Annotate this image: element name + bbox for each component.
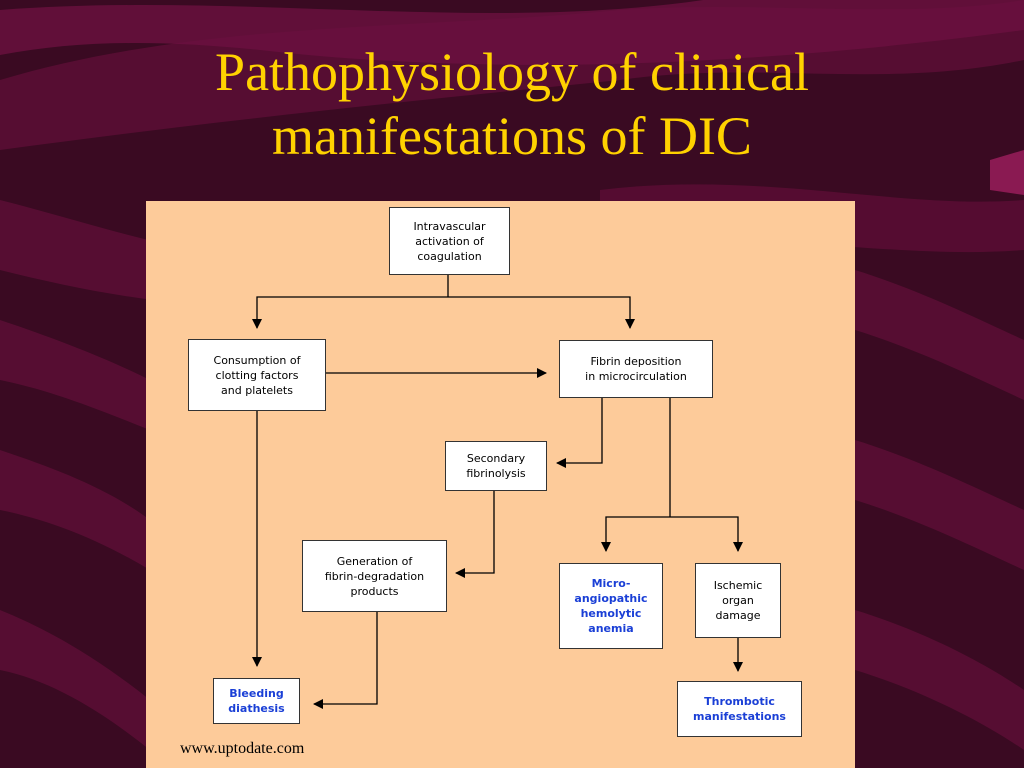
connector-activation-to-consumption — [252, 296, 448, 329]
flowchart-panel: Intravascular activation of coagulation … — [146, 201, 855, 768]
connector-fibrin-to-mah — [601, 516, 670, 552]
node-bleeding-diathesis: Bleeding diathesis — [213, 678, 300, 724]
node-fdp-generation: Generation of fibrin-degradation product… — [302, 540, 447, 612]
node-fibrin-deposition: Fibrin deposition in microcirculation — [559, 340, 713, 398]
connector-fibrin-to-ischemic — [670, 516, 743, 552]
node-intravascular-activation: Intravascular activation of coagulation — [389, 207, 510, 275]
connector-fibrinolysis-to-fdp — [455, 491, 495, 578]
connector-activation-to-fibrin — [448, 296, 635, 329]
node-ischemic-organ-damage: Ischemic organ damage — [695, 563, 781, 638]
connector-fdp-to-bleeding — [313, 612, 378, 709]
node-microangiopathic-hemolytic-anemia: Micro- angiopathic hemolytic anemia — [559, 563, 663, 649]
node-consumption: Consumption of clotting factors and plat… — [188, 339, 326, 411]
node-secondary-fibrinolysis: Secondary fibrinolysis — [445, 441, 547, 491]
flowchart-connectors — [252, 275, 743, 709]
connector-fibrin-to-fibrinolysis — [556, 398, 603, 468]
node-thrombotic-manifestations: Thrombotic manifestations — [677, 681, 802, 737]
slide-title: Pathophysiology of clinical manifestatio… — [0, 40, 1024, 168]
source-credit: www.uptodate.com — [180, 740, 305, 757]
slide-title-line-1: Pathophysiology of clinical — [215, 42, 809, 102]
slide-title-line-2: manifestations of DIC — [272, 106, 752, 166]
